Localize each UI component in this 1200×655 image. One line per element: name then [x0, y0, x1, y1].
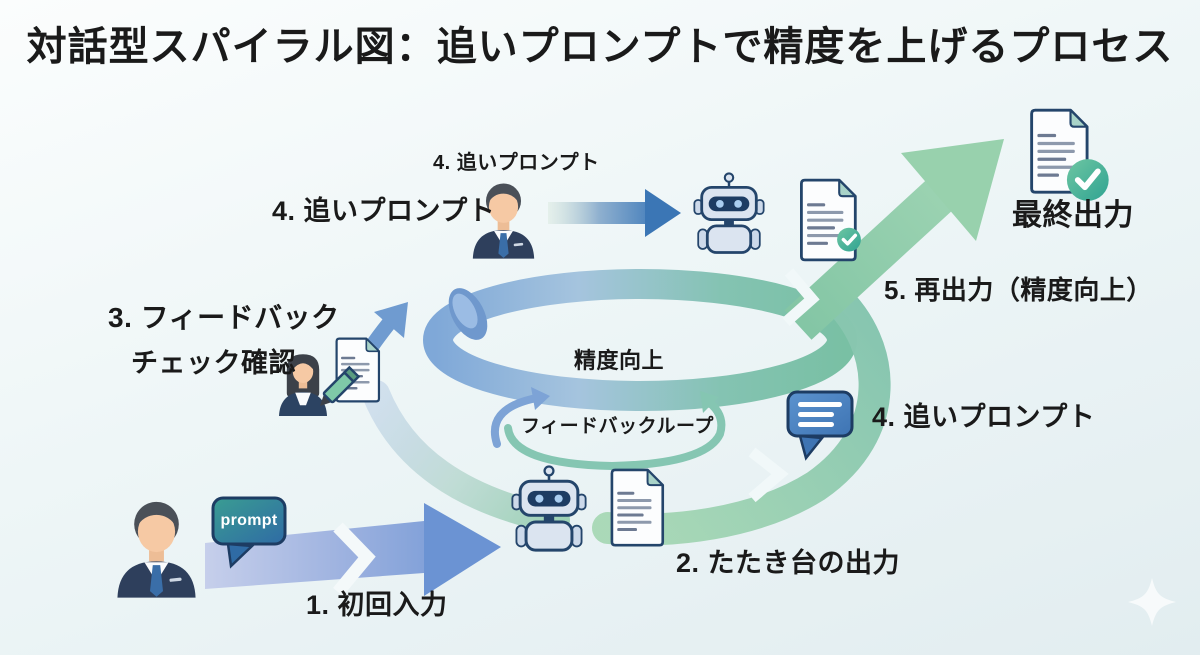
spiral-band-notch	[748, 447, 789, 503]
prompt-bubble-icon	[211, 496, 287, 569]
robot-icon	[510, 465, 588, 552]
final-output-document-icon	[1030, 108, 1109, 201]
feedback-loop-arrows	[490, 387, 726, 471]
speech-bubble-icon	[786, 390, 854, 461]
draft-document-icon	[610, 468, 665, 547]
spiral-ring-opening	[448, 288, 488, 340]
final-output-arrow	[782, 139, 1004, 340]
user-person-icon	[117, 501, 196, 598]
label-step3-line1: 3. フィードバック	[108, 302, 340, 333]
prompt-bubble-text: prompt	[220, 512, 278, 529]
page-title: 対話型スパイラル図：追いプロンプトで精度を上げるプロセス	[26, 25, 1174, 69]
label-step4-arrow: 4. 追いプロンプト	[433, 152, 600, 174]
label-step3-line2: チェック確認	[131, 348, 296, 378]
label-step1: 1. 初回入力	[306, 590, 448, 620]
label-feedback-loop: フィードバックループ	[521, 416, 714, 437]
spiral-ring	[423, 269, 857, 411]
label-step5: 5. 再出力（精度向上）	[884, 275, 1153, 305]
label-final-output: 最終出力	[1012, 199, 1134, 232]
spiral-band-right	[592, 280, 891, 546]
label-spiral-center: 精度向上	[574, 348, 665, 373]
label-step4-right: 4. 追いプロンプト	[872, 402, 1096, 432]
document-check-icon	[800, 178, 861, 262]
followup-prompt-arrow	[548, 189, 681, 237]
robot-icon	[692, 171, 766, 254]
label-step2: 2. たたき台の出力	[676, 548, 901, 578]
sparkle-icon	[1128, 578, 1176, 626]
label-step4-left: 4. 追いプロンプト	[272, 196, 496, 226]
